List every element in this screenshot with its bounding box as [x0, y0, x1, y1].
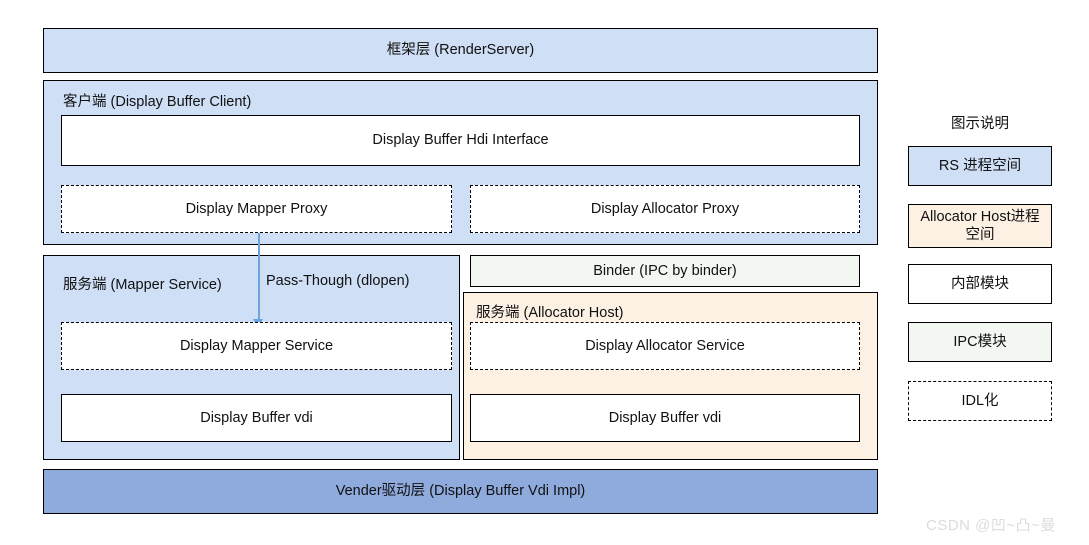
legend-item-rs-process: RS 进程空间	[908, 146, 1052, 186]
passthrough-dlopen-label: Pass-Though (dlopen)	[266, 273, 410, 289]
vendor-driver-layer-label: Vender驱动层 (Display Buffer Vdi Impl)	[335, 483, 586, 500]
display-allocator-service-label: Display Allocator Service	[585, 337, 745, 354]
passthrough-arrow-line	[258, 233, 260, 321]
legend-item-ipc-module-label: IPC模块	[953, 333, 1007, 350]
binder-ipc-label: Binder (IPC by binder)	[593, 262, 737, 279]
legend-item-allocator-host-process: Allocator Host进程空间	[908, 204, 1052, 248]
display-mapper-proxy-box: Display Mapper Proxy	[61, 185, 452, 233]
allocator-display-buffer-vdi-label: Display Buffer vdi	[608, 409, 722, 426]
legend-item-rs-process-label: RS 进程空间	[938, 157, 1022, 174]
csdn-watermark: CSDN @凹~凸~曼	[926, 517, 1056, 534]
mapper-display-buffer-vdi-label: Display Buffer vdi	[200, 409, 313, 426]
mapper-display-buffer-vdi-box: Display Buffer vdi	[61, 394, 452, 442]
vendor-driver-layer-box: Vender驱动层 (Display Buffer Vdi Impl)	[43, 469, 878, 514]
framework-layer-box: 框架层 (RenderServer)	[43, 28, 878, 73]
legend-item-idl: IDL化	[908, 381, 1052, 421]
legend-title: 图示说明	[951, 116, 1009, 132]
display-allocator-service-box: Display Allocator Service	[470, 322, 860, 370]
display-mapper-service-label: Display Mapper Service	[179, 337, 334, 354]
allocator-display-buffer-vdi-box: Display Buffer vdi	[470, 394, 860, 442]
client-panel-label: 客户端 (Display Buffer Client)	[63, 94, 252, 110]
display-buffer-hdi-interface-box: Display Buffer Hdi Interface	[61, 115, 860, 166]
framework-layer-label: 框架层 (RenderServer)	[386, 42, 535, 59]
display-buffer-hdi-interface-label: Display Buffer Hdi Interface	[372, 132, 549, 149]
legend-item-internal-module: 内部模块	[908, 264, 1052, 304]
display-allocator-proxy-box: Display Allocator Proxy	[470, 185, 860, 233]
legend-item-ipc-module: IPC模块	[908, 322, 1052, 362]
legend-item-internal-module-label: 内部模块	[951, 275, 1009, 292]
mapper-service-panel-label: 服务端 (Mapper Service)	[63, 277, 222, 293]
display-mapper-service-box: Display Mapper Service	[61, 322, 452, 370]
legend-item-allocator-host-process-label: Allocator Host进程空间	[920, 208, 1040, 243]
binder-ipc-box: Binder (IPC by binder)	[470, 255, 860, 287]
legend-item-idl-label: IDL化	[961, 392, 999, 409]
display-mapper-proxy-label: Display Mapper Proxy	[185, 200, 328, 217]
allocator-host-panel-label: 服务端 (Allocator Host)	[476, 305, 624, 321]
display-allocator-proxy-label: Display Allocator Proxy	[590, 200, 740, 217]
